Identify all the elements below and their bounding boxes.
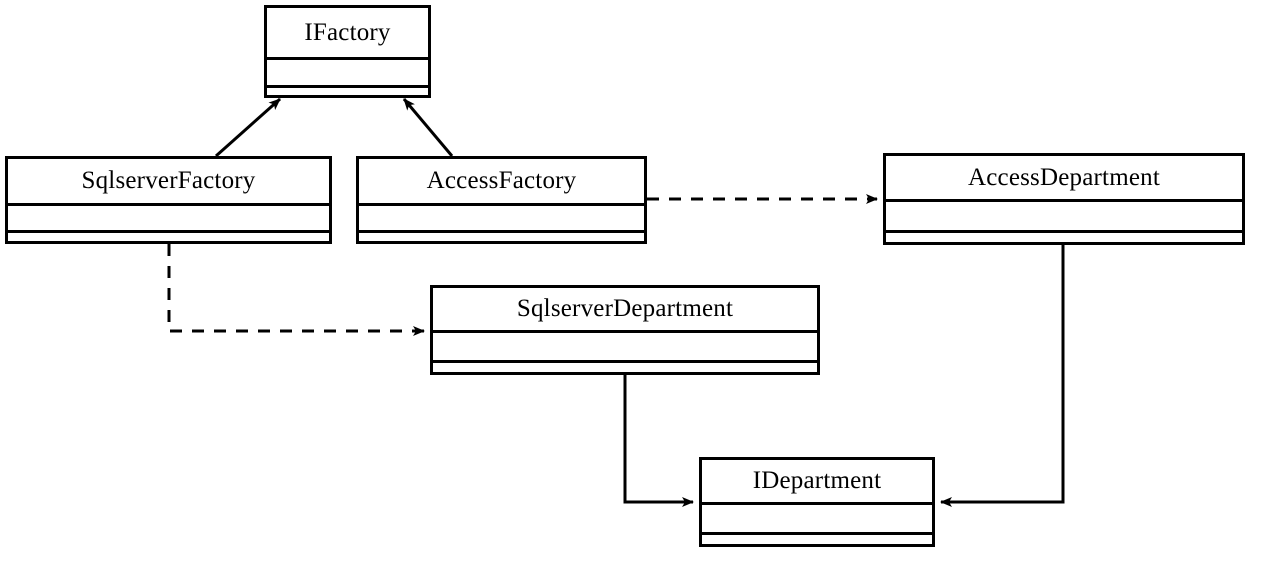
class-attributes-ifactory	[267, 60, 428, 88]
class-box-idepartment[interactable]: IDepartment	[699, 457, 935, 547]
class-attributes-sqlserver-department	[433, 333, 817, 363]
class-attributes-idepartment	[702, 505, 932, 535]
class-box-sqlserver-factory[interactable]: SqlserverFactory	[5, 156, 332, 244]
class-operations-sqlserver-factory	[8, 233, 329, 241]
class-name-sqlserver-department: SqlserverDepartment	[433, 288, 817, 333]
class-attributes-sqlserver-factory	[8, 206, 329, 233]
class-operations-ifactory	[267, 88, 428, 96]
class-box-access-factory[interactable]: AccessFactory	[356, 156, 647, 244]
class-box-access-department[interactable]: AccessDepartment	[883, 153, 1245, 245]
class-attributes-access-department	[886, 202, 1242, 233]
class-operations-access-department	[886, 233, 1242, 243]
class-box-sqlserver-department[interactable]: SqlserverDepartment	[430, 285, 820, 375]
class-operations-sqlserver-department	[433, 363, 817, 372]
class-name-access-department: AccessDepartment	[886, 156, 1242, 202]
edge-sqlserverfactory-to-sqlserverdepartment	[167, 244, 425, 336]
class-operations-access-factory	[359, 233, 644, 241]
edge-sqlserverfactory-to-ifactory	[215, 97, 281, 158]
class-name-access-factory: AccessFactory	[359, 159, 644, 206]
class-name-ifactory: IFactory	[267, 8, 428, 60]
edge-accessfactory-to-ifactory	[402, 98, 454, 157]
edge-accessdepartment-to-idepartment	[940, 245, 1065, 507]
edge-sqlserverdepartment-to-idepartment	[623, 375, 694, 507]
class-operations-idepartment	[702, 535, 932, 545]
class-box-ifactory[interactable]: IFactory	[264, 5, 431, 98]
class-name-sqlserver-factory: SqlserverFactory	[8, 159, 329, 206]
class-attributes-access-factory	[359, 206, 644, 233]
class-name-idepartment: IDepartment	[702, 460, 932, 505]
